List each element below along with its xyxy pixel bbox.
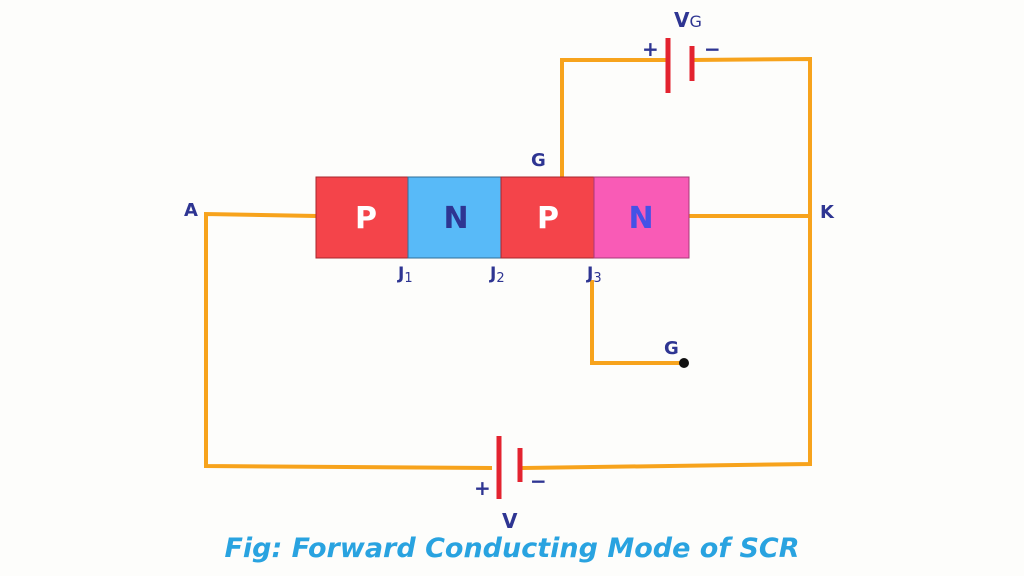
layer-n1-label: N bbox=[443, 201, 468, 236]
layer-p2-label: P bbox=[537, 201, 559, 236]
layer-p1 bbox=[315, 176, 409, 259]
terminal-anode-label: A bbox=[184, 200, 198, 221]
layer-n2 bbox=[593, 176, 690, 259]
gate-terminal-dot bbox=[679, 358, 689, 368]
figure-caption: Fig: Forward Conducting Mode of SCR bbox=[224, 533, 800, 564]
wire-gate-open bbox=[590, 280, 686, 365]
layer-p1-label: P bbox=[355, 201, 377, 236]
gate-source-plus: + bbox=[642, 37, 659, 61]
terminal-cathode-label: K bbox=[820, 202, 835, 223]
wires bbox=[204, 56, 812, 471]
terminal-gate-top-label: G bbox=[531, 150, 546, 171]
main-source-minus: − bbox=[530, 469, 547, 493]
main-source-label: V bbox=[502, 509, 518, 533]
wire-main-return bbox=[521, 214, 812, 471]
wire-anode bbox=[204, 211, 493, 471]
layer-p2 bbox=[500, 176, 595, 259]
layer-n2-label: N bbox=[628, 201, 653, 236]
wire-gate-cathode bbox=[689, 56, 812, 218]
main-battery bbox=[496, 436, 523, 499]
gate-source-minus: − bbox=[704, 37, 721, 61]
scr-body: P N P N bbox=[315, 176, 690, 259]
gate-battery bbox=[665, 38, 695, 93]
main-source-plus: + bbox=[474, 476, 491, 500]
layer-n1 bbox=[407, 176, 502, 259]
gate-source-label: VG bbox=[674, 8, 702, 32]
junction-j1: J1 bbox=[397, 264, 413, 286]
junction-j2: J2 bbox=[489, 264, 505, 286]
junction-j3: J3 bbox=[586, 264, 602, 286]
terminal-gate-bottom-label: G bbox=[664, 338, 679, 359]
wire-gate-top bbox=[560, 58, 670, 180]
